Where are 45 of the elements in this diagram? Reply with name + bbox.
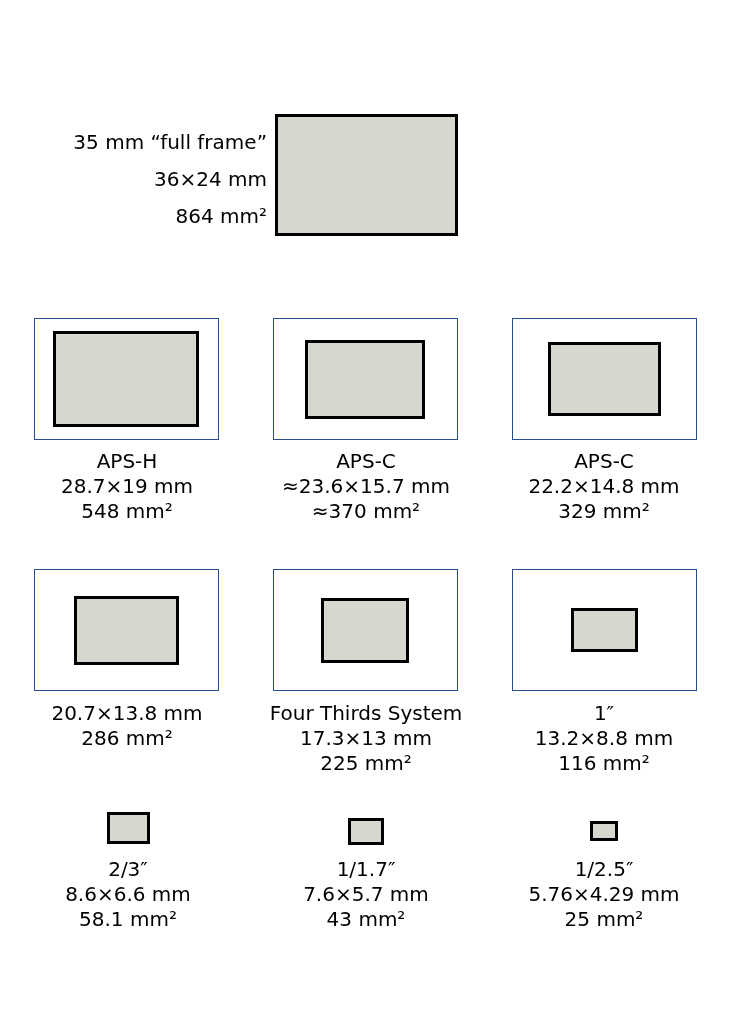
size-label: 1/1.7″ (336, 857, 396, 882)
size-label: ≈23.6×15.7 mm (282, 474, 450, 499)
sensor-rectangle (74, 596, 179, 665)
size-label: 43 mm² (326, 907, 406, 932)
sensor-rectangle (275, 114, 458, 236)
sensor-rectangle (590, 821, 618, 841)
size-label: 548 mm² (81, 499, 173, 524)
size-label: 36×24 mm (154, 167, 267, 192)
size-label: 58.1 mm² (79, 907, 177, 932)
size-label: 1/2.5″ (574, 857, 634, 882)
frame-box (273, 318, 458, 440)
size-label: 864 mm² (175, 204, 267, 229)
size-label: 5.76×4.29 mm (528, 882, 680, 907)
sensor-rectangle (321, 598, 409, 663)
frame-box (34, 318, 219, 440)
size-label: 25 mm² (564, 907, 644, 932)
size-label: 329 mm² (558, 499, 650, 524)
frame-box (273, 569, 458, 691)
size-label: 225 mm² (320, 751, 412, 776)
size-label: 116 mm² (558, 751, 650, 776)
size-label: 8.6×6.6 mm (65, 882, 191, 907)
size-label: 22.2×14.8 mm (528, 474, 680, 499)
size-label: 2/3″ (108, 857, 148, 882)
frame-box (512, 318, 697, 440)
frame-box (34, 569, 219, 691)
frame-box (512, 569, 697, 691)
sensor-rectangle (548, 342, 661, 416)
size-label: 20.7×13.8 mm (51, 701, 203, 726)
size-label: 35 mm “full frame” (73, 130, 267, 155)
sensor-rectangle (107, 812, 150, 844)
size-label: 28.7×19 mm (60, 474, 194, 499)
sensor-rectangle (348, 818, 384, 845)
sensor-rectangle (571, 608, 638, 652)
size-label: 286 mm² (81, 726, 173, 751)
sensor-rectangle (53, 331, 199, 427)
size-label: 17.3×13 mm (299, 726, 433, 751)
size-label: 13.2×8.8 mm (534, 726, 674, 751)
size-label: APS-C (336, 449, 396, 474)
size-label: 1″ (593, 701, 615, 726)
size-label: APS-C (574, 449, 634, 474)
size-label: Four Thirds System (269, 701, 463, 726)
sensor-rectangle (305, 340, 425, 419)
size-label: APS-H (96, 449, 158, 474)
size-label: 7.6×5.7 mm (303, 882, 429, 907)
size-label: ≈370 mm² (311, 499, 421, 524)
